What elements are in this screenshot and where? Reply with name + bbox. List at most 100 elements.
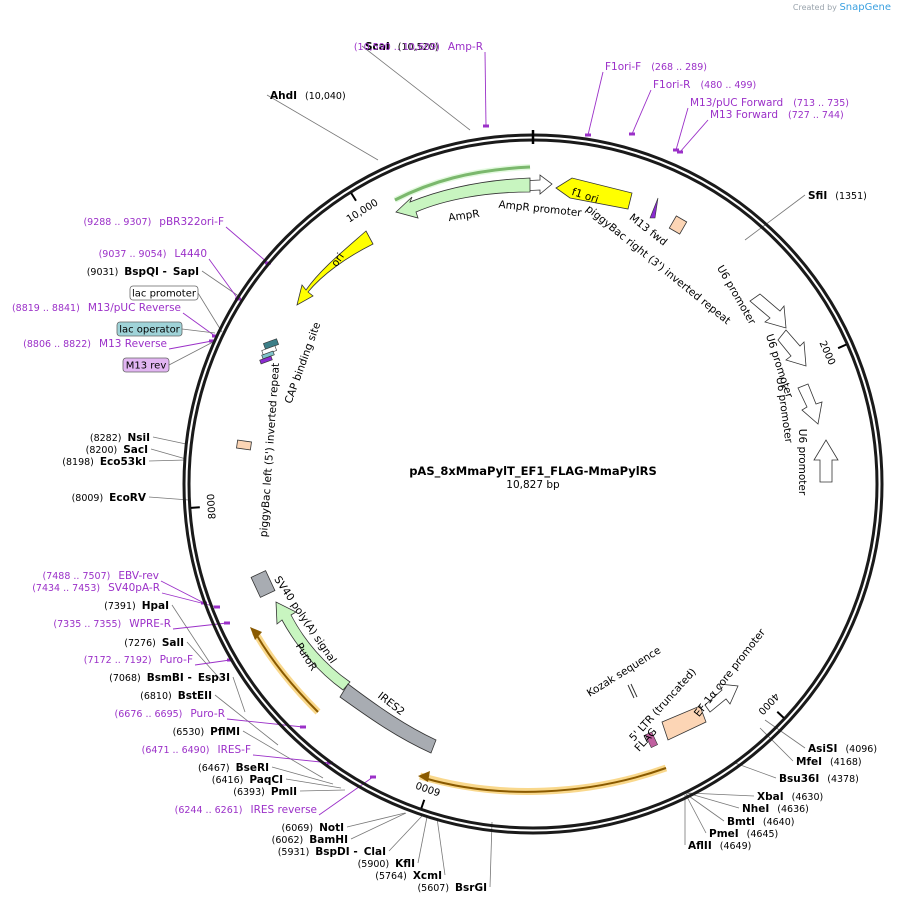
primer-leader (679, 119, 709, 153)
site-xbai[interactable]: XbaI(4630) (757, 791, 823, 803)
site-xcmi[interactable]: (5764)XcmI (375, 870, 442, 882)
feature-label[interactable]: CAP binding site (283, 321, 324, 406)
site-leader (242, 730, 324, 779)
primer-leader (675, 107, 689, 151)
primer-ebv-rev[interactable]: (7488 .. 7507)EBV-rev (43, 570, 160, 582)
primer-m13-forward[interactable]: M13 Forward(727 .. 744) (710, 109, 844, 121)
site-sapi[interactable]: (9031)BspQI -SapI (87, 266, 199, 278)
mmapylrs-orf-line (423, 767, 667, 793)
primer-m13-reverse[interactable]: (8806 .. 8822)M13 Reverse (23, 338, 167, 350)
primer-range: (713 .. 735) (793, 98, 849, 109)
primer-ires-f[interactable]: (6471 .. 6490)IRES-F (142, 744, 251, 756)
snapgene-credit: Created by SnapGene (793, 2, 891, 13)
puror-arrow (275, 601, 351, 691)
site-ecorv[interactable]: (8009)EcoRV (72, 492, 147, 504)
primer-amp-r[interactable]: (10,590 .. 10,609)Amp-R (354, 41, 483, 53)
primer-name: pBR322ori-F (159, 216, 224, 228)
feature-label[interactable]: 5' LTR (truncated) (627, 666, 699, 744)
site-pflmi[interactable]: (6530)PflMI (173, 726, 240, 738)
site-position: (8198) (62, 457, 94, 468)
site-scai[interactable]: ScaI(10,520) (365, 41, 438, 53)
primer-range: (7335 .. 7355) (53, 619, 121, 630)
site-nsii[interactable]: (8282)NsiI (90, 432, 150, 444)
svg-text:(9288 .. 9307)pBR322ori-F: (9288 .. 9307) pBR322ori-F (83, 216, 224, 228)
boxed-leader (168, 341, 214, 366)
site-name: AflII (688, 840, 712, 852)
site-position: (7276) (124, 638, 156, 649)
primer-m13-puc-forward[interactable]: M13/pUC Forward (713 .. 735) (690, 97, 849, 109)
primer-f1ori-f[interactable]: F1ori-F(268 .. 289) (605, 61, 707, 73)
site-position: (6467) (198, 763, 230, 774)
site-leader (186, 641, 222, 681)
u6-promoter-arrow-3 (797, 383, 823, 425)
site-leader (734, 762, 777, 779)
site-esp3i[interactable]: (7068)BsmBI -Esp3I (109, 672, 230, 684)
primer-binding-mark (483, 124, 489, 128)
feature-label[interactable]: Kozak sequence (585, 644, 663, 699)
boxed-lac-promoter[interactable]: lac promoter (129, 285, 199, 301)
site-kfli[interactable]: (5900)KflI (358, 858, 415, 870)
primer-sv40pa-r[interactable]: (7434 .. 7453)SV40pA-R (32, 582, 160, 594)
site-bmti[interactable]: BmtI(4640) (727, 816, 794, 828)
site-leader (346, 812, 406, 828)
primer-leader (252, 754, 331, 764)
svg-text:(10,590 .. 10,609)Amp-R: (10,590 .. 10,609)Amp-R (354, 41, 483, 53)
site-bsrgi[interactable]: (5607)BsrGI (417, 882, 487, 894)
primer-f1ori-r[interactable]: F1ori-R(480 .. 499) (653, 79, 756, 91)
primer-m13-puc-reverse[interactable]: (8819 .. 8841)M13/pUC Reverse (12, 302, 181, 314)
tick-label: 2000 (817, 339, 837, 367)
site-sfii[interactable]: SfiI(1351) (808, 190, 867, 202)
svg-text:F1ori-R(480 .. 499): F1ori-R(480 .. 499) (653, 79, 756, 91)
site-bsu36i[interactable]: Bsu36I(4378) (779, 773, 859, 785)
svg-text:BmtI(4640): BmtI(4640) (727, 816, 794, 828)
site-bseri[interactable]: (6467)BseRI (198, 762, 269, 774)
primer-l4440[interactable]: (9037 .. 9054)L4440 (99, 248, 207, 260)
site-saci[interactable]: (8200)SacI (86, 444, 148, 456)
primer-puro-r[interactable]: (6676 .. 6695)Puro-R (115, 708, 225, 720)
primer-pbr322ori-f[interactable]: (9288 .. 9307) pBR322ori-F (83, 216, 224, 228)
site-aflii[interactable]: AflII(4649) (688, 840, 751, 852)
feature-label[interactable]: piggyBac left (5') inverted repeat (258, 362, 282, 537)
site-name: NotI (319, 822, 344, 834)
site-clai[interactable]: (5931)BspDI -ClaI (278, 846, 386, 858)
primer-leader (226, 718, 304, 728)
site-noti[interactable]: (6069)NotI (281, 822, 344, 834)
primer-puro-f[interactable]: (7172 .. 7192)Puro-F (84, 654, 193, 666)
boxed-m13-rev[interactable]: M13 rev (122, 357, 170, 373)
primer-leader (225, 226, 269, 264)
site-pmli[interactable]: (6393)PmlI (233, 786, 297, 798)
feature-label[interactable]: EF-1α core promoter (692, 626, 768, 719)
boxed-lac-operator[interactable]: lac operator (116, 321, 183, 337)
site-position: (8282) (90, 433, 122, 444)
site-leader (152, 436, 187, 445)
svg-text:(5900)KflI: (5900)KflI (358, 858, 415, 870)
svg-text:(8819 .. 8841)M13/pUC Reverse: (8819 .. 8841)M13/pUC Reverse (12, 302, 181, 314)
site-nhei[interactable]: NheI(4636) (742, 803, 809, 815)
feature-label[interactable]: U6 promoter (796, 429, 808, 496)
primer-range: (9288 .. 9307) (83, 217, 151, 228)
primer-binding-mark (585, 133, 591, 137)
site-asisi[interactable]: AsiSI(4096) (808, 743, 877, 755)
primer-wpre-r[interactable]: (7335 .. 7355)WPRE-R (53, 618, 171, 630)
primer-name: M13/pUC Forward (690, 97, 783, 109)
primer-ires-reverse[interactable]: (6244 .. 6261)IRES reverse (175, 804, 317, 816)
tick-mark (350, 192, 357, 202)
svg-text:(6062)BamHI: (6062)BamHI (272, 834, 348, 846)
svg-text:(6471 .. 6490)IRES-F: (6471 .. 6490)IRES-F (142, 744, 251, 756)
site-bsteii[interactable]: (6810)BstEII (140, 690, 212, 702)
site-eco53ki[interactable]: (8198) Eco53kI (62, 456, 146, 468)
feature-label[interactable]: piggyBac right (3') inverted repeat (583, 203, 732, 327)
site-position: (4640) (763, 817, 795, 828)
site-ahdi[interactable]: AhdI(10,040) (270, 90, 346, 102)
feature-label[interactable]: AmpR (448, 208, 481, 224)
site-leader (266, 94, 379, 161)
site-sali[interactable]: (7276)SalI (124, 637, 184, 649)
primer-leader (160, 580, 205, 604)
site-paqci[interactable]: (6416)PaqCI (212, 774, 283, 786)
site-hpai[interactable]: (7391)HpaI (104, 600, 169, 612)
site-bamhi[interactable]: (6062)BamHI (272, 834, 348, 846)
site-name: Eco53kI (100, 456, 146, 468)
site-pmei[interactable]: PmeI(4645) (709, 828, 778, 840)
site-mfei[interactable]: MfeI(4168) (796, 756, 862, 768)
feature-label[interactable]: AmpR promoter (498, 199, 583, 220)
